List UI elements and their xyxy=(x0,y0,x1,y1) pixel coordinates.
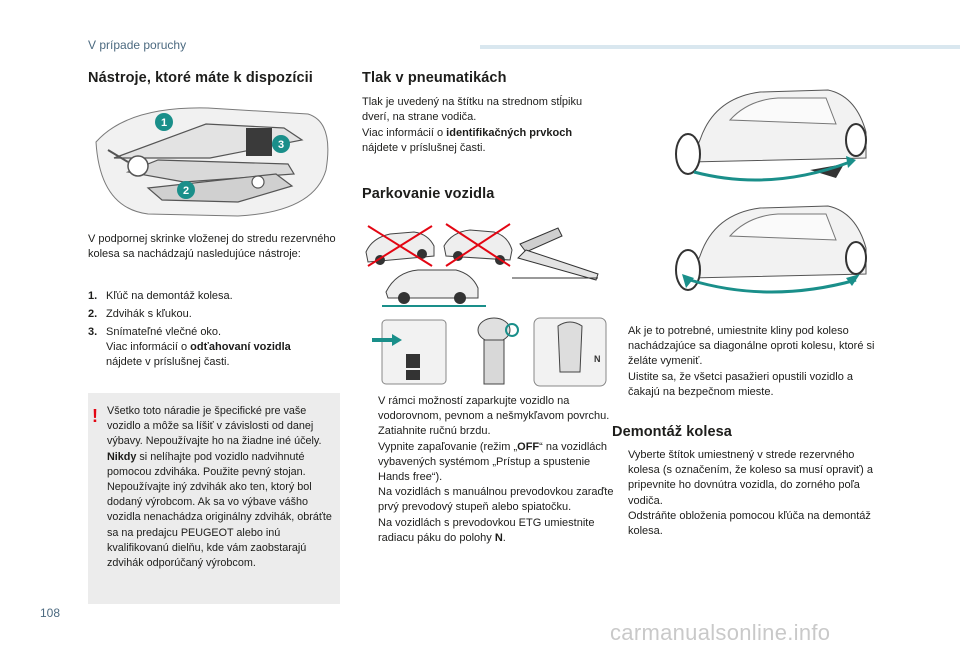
tools-list: 1.Kľúč na demontáž kolesa. 2.Zdvihák s k… xyxy=(88,289,340,373)
tools-title: Nástroje, ktoré máte k dispozícii xyxy=(88,70,313,86)
list-item: 2.Zdvihák s kľukou. xyxy=(88,308,192,320)
car-slope-icon xyxy=(365,225,435,267)
callout-2 xyxy=(177,181,195,199)
header-bar xyxy=(480,45,960,49)
prep-list: Ak je to potrebné, umiestnite kliny pod … xyxy=(612,324,882,400)
gear-lever-icon xyxy=(372,319,447,385)
callout-3 xyxy=(272,135,290,153)
gear-lever-icon: N xyxy=(533,317,607,387)
list-item: 1.Kľúč na demontáž kolesa. xyxy=(88,290,233,302)
car-diagonal-wedge-illustration-bottom xyxy=(675,205,867,294)
parking-list: V rámci možností zaparkujte vozidlo na v… xyxy=(362,394,624,546)
parking-illustration: N xyxy=(365,223,607,387)
warning-icon: ! xyxy=(92,406,98,426)
tools-intro: V podpornej skrinke vloženej do stredu r… xyxy=(88,233,336,261)
section-header: V prípade poruchy xyxy=(88,38,187,52)
car-slope-icon xyxy=(443,223,513,267)
gear-lever-icon xyxy=(477,317,519,385)
list-item: Vypnite zapaľovanie (režim „OFF“ na vozi… xyxy=(378,440,608,484)
handbrake-icon xyxy=(512,227,599,281)
tools-illustration: 1 2 3 xyxy=(95,107,329,217)
warning-text: Všetko toto náradie je špecifické pre va… xyxy=(107,405,332,570)
wheel-removal-title: Demontáž kolesa xyxy=(612,424,732,440)
tire-pressure-title: Tlak v pneumatikách xyxy=(362,70,507,86)
list-item: 3. Snímateľné vlečné oko. Viac informáci… xyxy=(88,326,291,368)
gear-label-n: N xyxy=(594,354,601,364)
list-item: Zatiahnite ručnú brzdu. xyxy=(378,425,491,438)
svg-text:2: 2 xyxy=(183,185,189,197)
car-flat-icon xyxy=(382,269,486,307)
list-item: Uistite sa, že všetci pasažieri opustili… xyxy=(628,370,853,398)
watermark: carmanualsonline.info xyxy=(610,620,831,645)
svg-text:3: 3 xyxy=(278,139,284,151)
parking-title: Parkovanie vozidla xyxy=(362,186,495,202)
list-item: Vyberte štítok umiestnený v strede rezer… xyxy=(628,449,874,507)
list-item: Na vozidlách s prevodovkou ETG umiestnit… xyxy=(378,516,595,544)
removal-list: Vyberte štítok umiestnený v strede rezer… xyxy=(612,448,882,539)
svg-text:1: 1 xyxy=(161,117,167,129)
tire-pressure-text: Tlak je uvedený na štítku na strednom st… xyxy=(362,96,583,155)
page-number: 108 xyxy=(40,606,61,620)
list-item: V rámci možností zaparkujte vozidlo na v… xyxy=(378,395,610,423)
link-towing: odťahovaní vozidla xyxy=(190,341,291,353)
warning-box xyxy=(88,393,340,604)
list-item: Ak je to potrebné, umiestnite kliny pod … xyxy=(628,325,875,368)
callout-1 xyxy=(155,113,173,131)
car-diagonal-wedge-illustration-top xyxy=(675,89,867,182)
list-item: Odstráňte obloženia pomocou kľúča na dem… xyxy=(628,509,871,538)
list-item: Na vozidlách s manuálnou prevodovkou zar… xyxy=(378,486,614,514)
